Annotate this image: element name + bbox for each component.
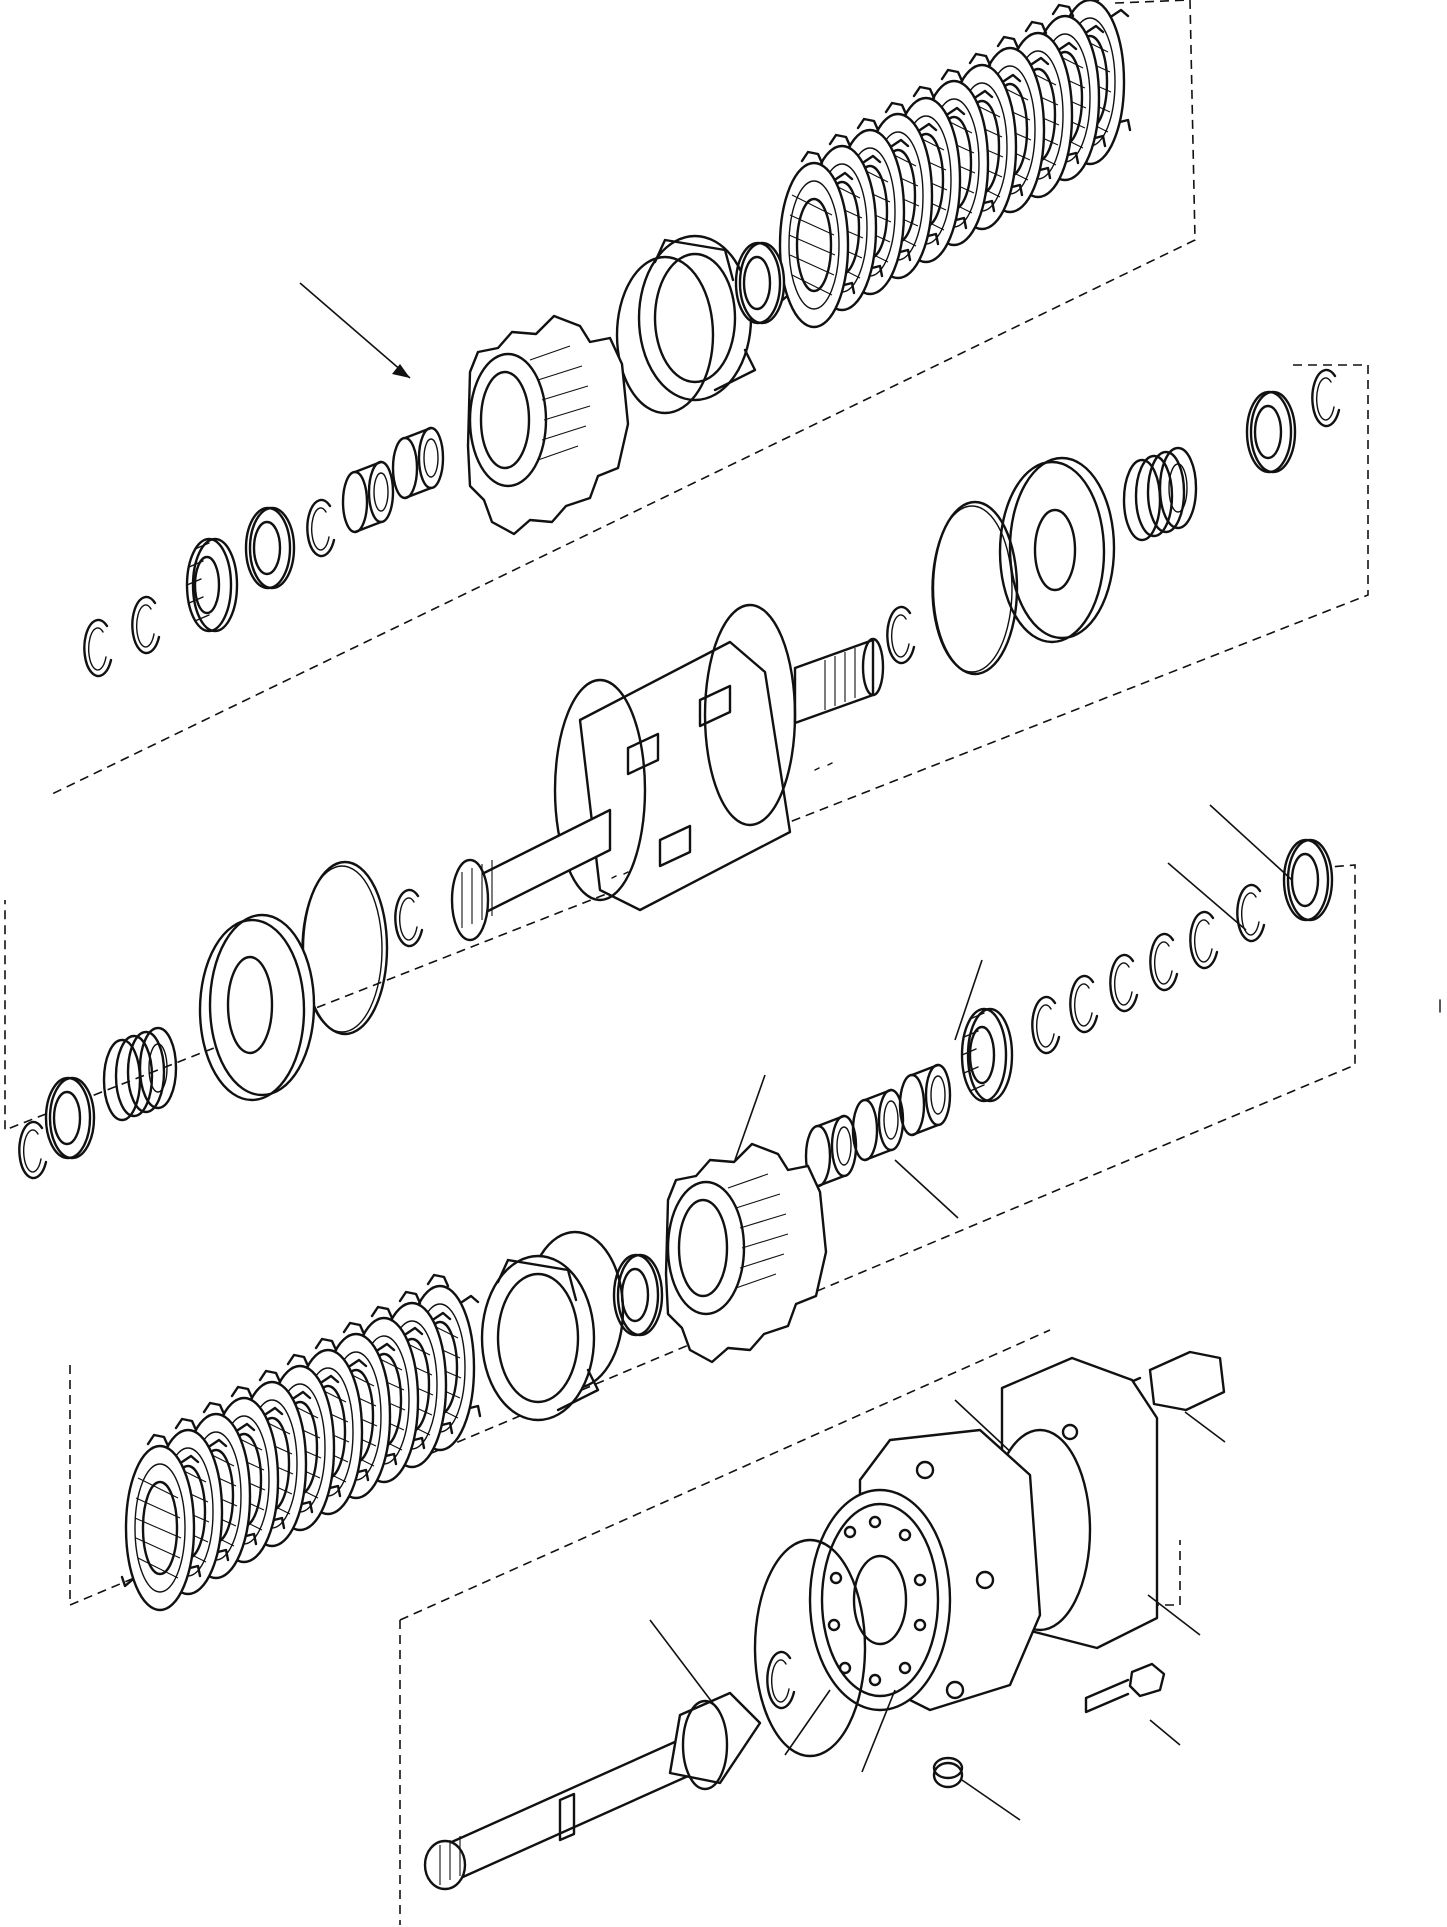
snap-ring [1069, 974, 1099, 1034]
seal-ring [44, 1076, 96, 1160]
snap-ring [1236, 883, 1266, 943]
snap-ring [83, 618, 113, 678]
shaft-threaded-end [793, 637, 885, 725]
drain-plug [932, 1756, 964, 1789]
pressure-plate [480, 1254, 600, 1422]
leader-line [954, 959, 983, 1041]
snap-ring [306, 498, 336, 558]
snap-ring-large [615, 255, 715, 415]
needle-bearing [391, 426, 445, 500]
leader-line [734, 1074, 766, 1161]
housing-seal [766, 1650, 796, 1710]
leader-line [861, 1689, 896, 1773]
upper-panel-boundary [49, 0, 1196, 796]
housing-o-ring [753, 1538, 867, 1758]
housing-and-output-shaft [423, 1350, 1226, 1891]
leader-line [784, 1689, 831, 1756]
return-spring [102, 1026, 178, 1122]
output-shaft [423, 1691, 762, 1891]
snap-ring [1189, 910, 1219, 970]
clutch-piston [998, 456, 1116, 644]
lower-clutch-pack [120, 804, 1334, 1612]
ball-bearing [960, 1007, 1014, 1103]
pump-housing [808, 1428, 1042, 1712]
leader-line [649, 1619, 719, 1711]
shaft-splined-end [450, 808, 612, 942]
clutch-drum [553, 603, 833, 912]
middle-panel-boundary [4, 364, 1369, 1132]
snap-ring [131, 595, 161, 655]
leader-line [1209, 804, 1293, 881]
pressure-plate [637, 234, 757, 402]
snap-ring [1031, 995, 1061, 1055]
driven-gear [664, 1142, 828, 1364]
leader-line [1184, 1411, 1226, 1443]
seal-ring [1245, 390, 1297, 474]
clutch-piston [198, 913, 316, 1102]
snap-ring [394, 888, 424, 948]
snap-ring [18, 1120, 48, 1180]
snap-ring [1149, 932, 1179, 992]
shaft-and-drum [18, 368, 1341, 1180]
thrust-washer [734, 241, 786, 325]
leader-line [961, 1779, 1021, 1821]
needle-bearing [898, 1063, 952, 1137]
upper-clutch-pack [83, 0, 1132, 678]
thrust-washer [244, 506, 296, 590]
cap-screw [1084, 1662, 1166, 1714]
ball-bearing [185, 537, 239, 633]
leader-line [894, 1159, 959, 1219]
drive-gear [466, 314, 630, 536]
return-spring [1122, 446, 1198, 542]
leader-line [1149, 1719, 1181, 1746]
needle-bearing [341, 460, 395, 534]
needle-bearing [851, 1088, 905, 1162]
snap-ring [1311, 368, 1341, 428]
callout-arrow [299, 282, 411, 379]
leader-line [1167, 862, 1247, 931]
snap-ring [886, 605, 916, 665]
leader-line [1147, 1594, 1201, 1636]
snap-ring [1109, 953, 1139, 1013]
